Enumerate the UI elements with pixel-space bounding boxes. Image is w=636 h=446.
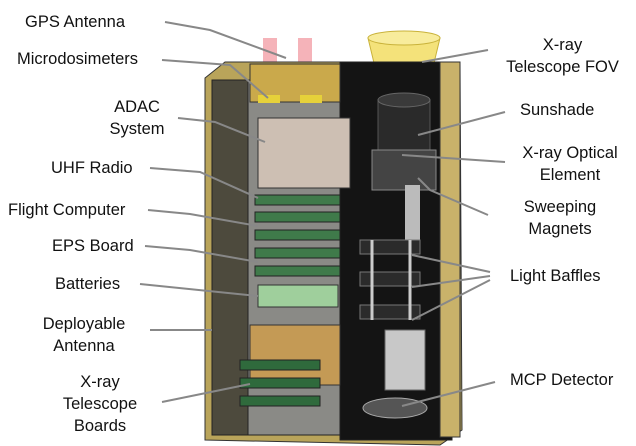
label-fov-2: Telescope FOV	[506, 58, 619, 76]
label-adac-2: System	[109, 120, 165, 138]
adac-box	[257, 117, 351, 189]
label-deployable-1: Deployable	[42, 315, 126, 333]
label-boards-3: Boards	[73, 417, 127, 435]
label-eps-board: EPS Board	[52, 237, 134, 255]
label-sunshade: Sunshade	[520, 101, 595, 119]
label-magnets-1: Sweeping	[523, 198, 597, 216]
label-adac-1: ADAC	[114, 98, 160, 116]
leader-lines	[139, 21, 506, 407]
label-flight-computer: Flight Computer	[8, 201, 126, 219]
label-mcp-detector: MCP Detector	[510, 371, 614, 389]
label-deployable-2: Antenna	[53, 337, 115, 355]
label-boards-1: X-ray	[80, 373, 120, 391]
label-boards-2: Telescope	[62, 395, 138, 413]
label-microdosimeters: Microdosimeters	[17, 50, 139, 68]
label-magnets-2: Magnets	[528, 220, 592, 238]
label-light-baffles: Light Baffles	[510, 267, 601, 285]
label-batteries: Batteries	[55, 275, 121, 293]
label-uhf-radio: UHF Radio	[51, 159, 133, 177]
label-fov-1: X-ray	[542, 36, 583, 54]
label-optic-2: Element	[539, 166, 601, 184]
battery-pack	[257, 284, 339, 308]
label-gps-antenna: GPS Antenna	[25, 13, 125, 31]
label-optic-1: X-ray Optical	[522, 144, 618, 162]
